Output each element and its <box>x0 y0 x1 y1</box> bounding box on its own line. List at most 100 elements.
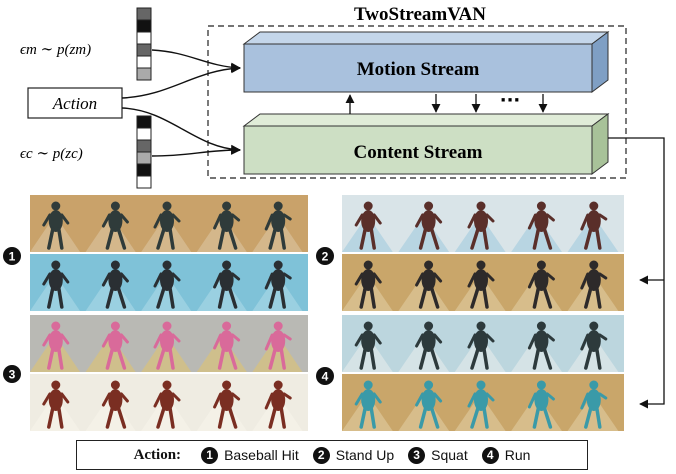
badge-number: 3 <box>9 368 16 382</box>
badge-2-icon: 2 <box>316 247 334 265</box>
content-noise-label: ϵc ∼ p(zc) <box>20 146 83 162</box>
person-figure <box>153 380 181 429</box>
action-legend: Action: 1 Baseball Hit 2 Stand Up 3 Squa… <box>76 440 588 470</box>
person-figure <box>415 201 443 250</box>
badge-3-icon: 3 <box>3 365 21 383</box>
noise-cell <box>136 67 152 81</box>
frame-background <box>454 214 506 252</box>
content-stream-block: Content Stream <box>242 113 610 175</box>
frame-background <box>252 214 303 252</box>
generated-samples: 1 2 3 4 <box>3 195 624 431</box>
badge-1-icon: 1 <box>201 446 219 464</box>
sample-panel-3 <box>30 315 308 431</box>
legend-item-squat: 3 Squat <box>408 446 468 464</box>
frame-background <box>141 393 192 431</box>
person-figure <box>580 321 608 370</box>
frame-background <box>567 393 619 431</box>
person-figure <box>264 260 292 309</box>
person-figure <box>527 380 555 429</box>
person-figure <box>153 321 181 370</box>
frame-background <box>30 214 81 252</box>
person-figure <box>467 260 495 309</box>
person-figure <box>354 380 382 429</box>
person-figure <box>101 321 129 370</box>
person-figure <box>415 321 443 370</box>
sample-row <box>342 315 624 372</box>
input-connections <box>121 49 241 157</box>
person-figure <box>101 380 129 429</box>
noise-cell <box>136 175 152 189</box>
sample-row <box>342 195 624 252</box>
frame-background <box>567 273 619 311</box>
motion-stream-label: Motion Stream <box>357 59 480 80</box>
person-figure <box>42 201 70 250</box>
output-routing <box>608 137 665 409</box>
legend-label: Stand Up <box>335 447 395 463</box>
noise-cell <box>136 19 152 33</box>
frame-background <box>567 214 619 252</box>
inter-stream-arrows <box>345 94 548 114</box>
sample-row <box>342 254 624 311</box>
sample-panel-4 <box>342 315 624 431</box>
sample-row <box>30 374 308 431</box>
frame-background <box>30 334 81 372</box>
badge-number: 1 <box>9 250 16 264</box>
person-figure <box>354 201 382 250</box>
person-figure <box>580 201 608 250</box>
person-figure <box>213 380 241 429</box>
frame-background <box>342 273 393 311</box>
person-figure <box>213 321 241 370</box>
noise-cell <box>136 55 152 69</box>
person-figure <box>264 321 292 370</box>
motion-noise-vector <box>136 7 152 81</box>
person-figure <box>42 260 70 309</box>
person-figure <box>153 201 181 250</box>
person-figure <box>264 380 292 429</box>
person-figure <box>42 321 70 370</box>
person-figure <box>354 321 382 370</box>
badge-4-icon: 4 <box>481 446 499 464</box>
noise-cell <box>136 127 152 141</box>
person-figure <box>153 260 181 309</box>
sample-row <box>342 374 624 431</box>
badge-1-icon: 1 <box>3 247 21 265</box>
person-figure <box>415 380 443 429</box>
frame-background <box>252 393 303 431</box>
frame-background <box>30 273 81 311</box>
content-stream-label: Content Stream <box>354 142 483 163</box>
badge-number: 2 <box>322 250 329 264</box>
frame-background <box>342 214 393 252</box>
person-figure <box>527 321 555 370</box>
frame-background <box>342 334 393 372</box>
legend-item-run: 4 Run <box>481 446 530 464</box>
stream-ellipsis: ··· <box>500 90 521 111</box>
noise-cell <box>136 7 152 21</box>
noise-cell <box>136 139 152 153</box>
legend-label: Squat <box>431 447 468 463</box>
person-figure <box>213 260 241 309</box>
diagram-title: TwoStreamVAN <box>354 4 486 25</box>
frame-background <box>252 273 303 311</box>
legend-label: Baseball Hit <box>224 447 299 463</box>
sample-panel-2 <box>342 195 624 311</box>
legend-item-baseball-hit: 1 Baseball Hit <box>201 446 299 464</box>
sample-panel-1 <box>30 195 308 311</box>
person-figure <box>580 260 608 309</box>
person-figure <box>213 201 241 250</box>
person-figure <box>354 260 382 309</box>
sample-row <box>30 254 308 311</box>
motion-stream-block: Motion Stream <box>242 31 610 93</box>
person-figure <box>42 380 70 429</box>
person-figure <box>580 380 608 429</box>
frame-background <box>252 334 303 372</box>
person-figure <box>264 201 292 250</box>
person-figure <box>415 260 443 309</box>
frame-background <box>30 393 81 431</box>
badge-number: 4 <box>322 370 329 384</box>
person-figure <box>467 321 495 370</box>
badge-2-icon: 2 <box>312 446 330 464</box>
frame-background <box>141 273 192 311</box>
noise-cell <box>136 43 152 57</box>
action-box <box>27 87 123 119</box>
frame-background <box>567 334 619 372</box>
